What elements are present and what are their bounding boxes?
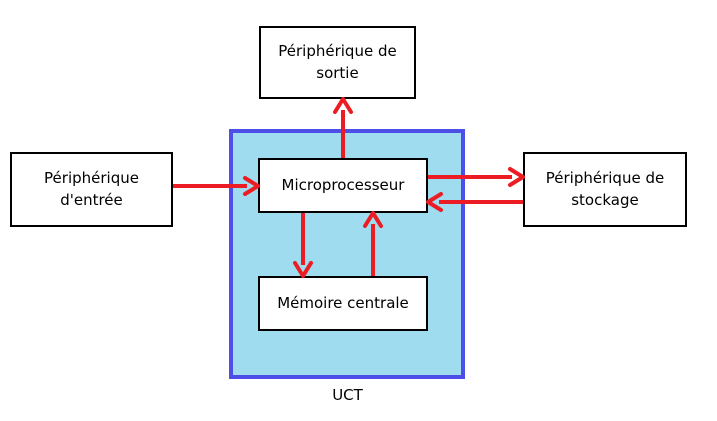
arrow-microprocessor-to-storage-head	[508, 167, 525, 187]
microprocessor-label: Microprocesseur	[281, 175, 405, 194]
central-memory-box: Mémoire centrale	[258, 276, 428, 331]
output-device-label-line2: sortie	[316, 63, 359, 82]
output-device-box: Périphérique de sortie	[259, 26, 416, 99]
output-device-label-line1: Périphérique de	[278, 41, 397, 60]
microprocessor-box: Microprocesseur	[258, 158, 428, 213]
storage-device-label-line1: Périphérique de	[545, 168, 665, 187]
input-device-box: Périphérique d'entrée	[10, 152, 173, 227]
uct-label: UCT	[332, 386, 363, 404]
arrow-microprocessor-to-output-head	[333, 97, 353, 114]
storage-device-box: Périphérique de stockage	[523, 152, 687, 227]
input-device-label-line2: d'entrée	[60, 190, 123, 209]
central-memory-label: Mémoire centrale	[277, 293, 409, 312]
input-device-label-line1: Périphérique	[44, 168, 139, 187]
storage-device-label-line2: stockage	[571, 190, 639, 209]
